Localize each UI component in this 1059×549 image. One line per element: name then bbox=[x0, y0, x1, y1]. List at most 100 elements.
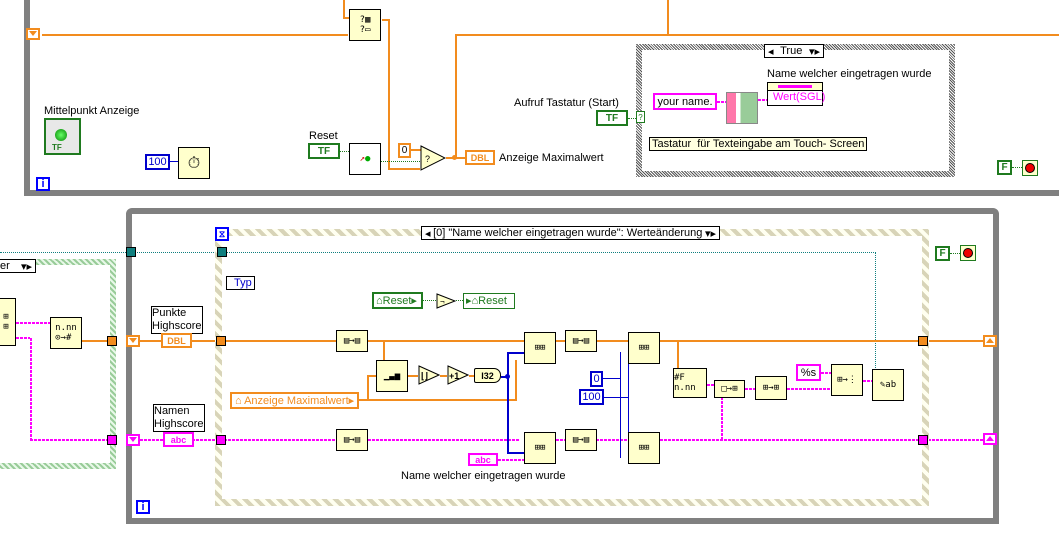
array-subset-orange[interactable]: ⊞⊞ bbox=[628, 332, 660, 364]
write-text-file-node[interactable]: ✎ab bbox=[872, 369, 904, 401]
insert-array-orange[interactable]: ⊞⊞ bbox=[524, 332, 556, 364]
trigger-detect-node[interactable]: ↗● bbox=[349, 143, 381, 175]
event-tunnel-orange bbox=[216, 336, 226, 346]
case-selector-terminal[interactable]: ? bbox=[636, 111, 645, 123]
case-structure[interactable] bbox=[636, 44, 955, 177]
array-subset-pink[interactable]: ⊞⊞ bbox=[628, 432, 660, 464]
event-structure[interactable] bbox=[215, 229, 929, 506]
wire-blue-to-insert-bot bbox=[507, 452, 524, 454]
keyboard-subvi[interactable] bbox=[726, 92, 758, 124]
wire-junction bbox=[452, 155, 457, 160]
shift-register-left-top[interactable] bbox=[26, 28, 40, 40]
increment-function[interactable]: +1 bbox=[447, 365, 470, 385]
event-dropdown-icon[interactable]: ▾▸ bbox=[704, 227, 716, 240]
wire-orange-node-out bbox=[382, 19, 389, 21]
reset-control[interactable]: TF bbox=[308, 143, 340, 159]
wire-orange-floor-out bbox=[440, 375, 447, 377]
bottom-stop-terminal[interactable] bbox=[960, 245, 976, 261]
format-array-node[interactable]: #F n.nn bbox=[673, 368, 707, 398]
number-to-string-node[interactable]: n.nn⊙→# bbox=[50, 317, 82, 349]
wire-blue-wait bbox=[170, 161, 178, 162]
zero-constant[interactable]: 0 bbox=[398, 143, 411, 158]
names-highscore-indicator[interactable]: abc bbox=[163, 432, 194, 447]
transpose-array-node[interactable]: ⊞→⊞ bbox=[755, 376, 787, 400]
reverse-array-pink[interactable]: ▤→▤ bbox=[336, 429, 368, 451]
array-to-spreadsheet-node[interactable]: ⊞→⋮ bbox=[831, 364, 863, 396]
top-while-loop[interactable] bbox=[24, 0, 1059, 196]
round-down-function[interactable]: ⌊⌋ bbox=[418, 365, 441, 385]
reverse-array-orange[interactable]: ▤→▤ bbox=[336, 330, 368, 352]
shift-register-right-orange[interactable] bbox=[983, 335, 997, 347]
threshold-search-node[interactable]: ▁▃▅ bbox=[376, 360, 408, 392]
wire-orange-top bbox=[42, 34, 348, 36]
event-timeout-icon[interactable]: ⧖ bbox=[215, 227, 229, 241]
case-selector[interactable]: ◂ True ▾▸ bbox=[764, 44, 824, 58]
floor-icon: ⌊⌋ bbox=[418, 365, 441, 385]
case-value: True bbox=[780, 45, 803, 57]
shift-register-right-pink[interactable] bbox=[983, 433, 997, 445]
stop-icon bbox=[963, 248, 973, 258]
wire-pink-transpose-out bbox=[787, 388, 831, 390]
event-value: [0] "Name welcher eingetragen wurde": We… bbox=[433, 227, 703, 239]
tf-label: TF bbox=[52, 143, 62, 152]
event-data-node-type[interactable]: Typ bbox=[226, 276, 255, 290]
top-stop-false-constant[interactable]: F bbox=[997, 160, 1012, 175]
event-selector[interactable]: ◂ [0] "Name welcher eingetragen wurde": … bbox=[421, 226, 720, 240]
reset-local-write[interactable]: ▸⌂Reset bbox=[463, 293, 515, 309]
wire-blue-sub-v2 bbox=[628, 362, 629, 454]
name-entered-constant[interactable]: abc bbox=[468, 453, 498, 466]
case-dropdown-icon[interactable]: ▾▸ bbox=[808, 45, 820, 58]
keyboard-subvi-icon bbox=[727, 93, 757, 123]
reverse-array-orange-2[interactable]: ▤→▤ bbox=[565, 330, 597, 352]
format-string-constant[interactable]: %s bbox=[796, 364, 821, 381]
not-function[interactable]: ¬ bbox=[436, 293, 457, 309]
wire-pink-build-down bbox=[721, 398, 723, 440]
bottom-while-loop[interactable] bbox=[126, 208, 999, 524]
wire-orange-node-down bbox=[388, 19, 390, 169]
insert-array-pink[interactable]: ⊞⊞ bbox=[524, 432, 556, 464]
prev-event-icon[interactable]: ◂ bbox=[425, 227, 431, 240]
type-cast-node[interactable]: ?▦?▭ bbox=[349, 9, 381, 41]
your-name-constant[interactable]: your name. bbox=[653, 93, 717, 110]
subset-length-constant[interactable]: 100 bbox=[579, 389, 604, 405]
wire-blue-sub-v1 bbox=[620, 352, 621, 458]
wire-orange-max-to-search bbox=[367, 375, 377, 377]
to-i32-function[interactable]: I32 bbox=[474, 368, 501, 383]
prev-case-icon[interactable]: ◂ bbox=[768, 45, 774, 58]
reset-local-read[interactable]: ⌂Reset▸ bbox=[372, 292, 423, 309]
event-tunnel-pink-right bbox=[918, 435, 928, 445]
value-property-node[interactable]: Wert(SGL) bbox=[767, 82, 825, 106]
select-icon: ? bbox=[420, 145, 447, 171]
reverse-array-pink-2[interactable]: ▤→▤ bbox=[565, 429, 597, 451]
property-header bbox=[768, 83, 822, 91]
wire-pink-left-1 bbox=[16, 322, 50, 324]
name-entered-label: Name welcher eingetragen wurde bbox=[767, 68, 932, 80]
points-highscore-indicator[interactable]: DBL bbox=[161, 333, 192, 348]
wire-orange-to-indicator bbox=[455, 34, 457, 158]
max-value-indicator[interactable]: DBL bbox=[465, 150, 495, 165]
build-array-node[interactable]: □→⊞ bbox=[714, 380, 745, 398]
wait-ms-function[interactable]: ⏱ bbox=[178, 147, 210, 179]
select-function[interactable]: ? bbox=[420, 145, 447, 171]
wire-pink-case-2 bbox=[758, 99, 767, 101]
stop-icon bbox=[1025, 163, 1035, 173]
left-tunnel-pink bbox=[107, 435, 117, 445]
left-case-structure[interactable] bbox=[0, 259, 116, 469]
wire-orange-left bbox=[82, 340, 112, 342]
left-case-selector[interactable]: er ▾▸ bbox=[0, 259, 36, 273]
top-stop-terminal[interactable] bbox=[1022, 160, 1038, 176]
wire-orange-search-out bbox=[408, 375, 418, 377]
keyboard-call-control[interactable]: TF bbox=[596, 110, 628, 126]
bottom-stop-false-constant[interactable]: F bbox=[935, 246, 950, 261]
wire-green-case bbox=[628, 118, 636, 119]
wire-pink-name bbox=[498, 459, 524, 461]
left-case-dropdown-icon[interactable]: ▾▸ bbox=[20, 260, 32, 273]
center-led-indicator[interactable]: TF bbox=[44, 118, 81, 155]
wire-green-stop-top bbox=[1012, 167, 1022, 168]
left-index-array-node[interactable]: ⊞⊞ bbox=[0, 298, 16, 346]
shift-register-left-orange[interactable] bbox=[126, 335, 140, 347]
max-value-local[interactable]: ⌂ Anzeige Maximalwert▸ bbox=[230, 392, 359, 409]
wait-ms-constant[interactable]: 100 bbox=[145, 154, 170, 170]
subset-start-constant[interactable]: 0 bbox=[590, 371, 603, 387]
shift-register-left-pink[interactable] bbox=[126, 434, 140, 446]
